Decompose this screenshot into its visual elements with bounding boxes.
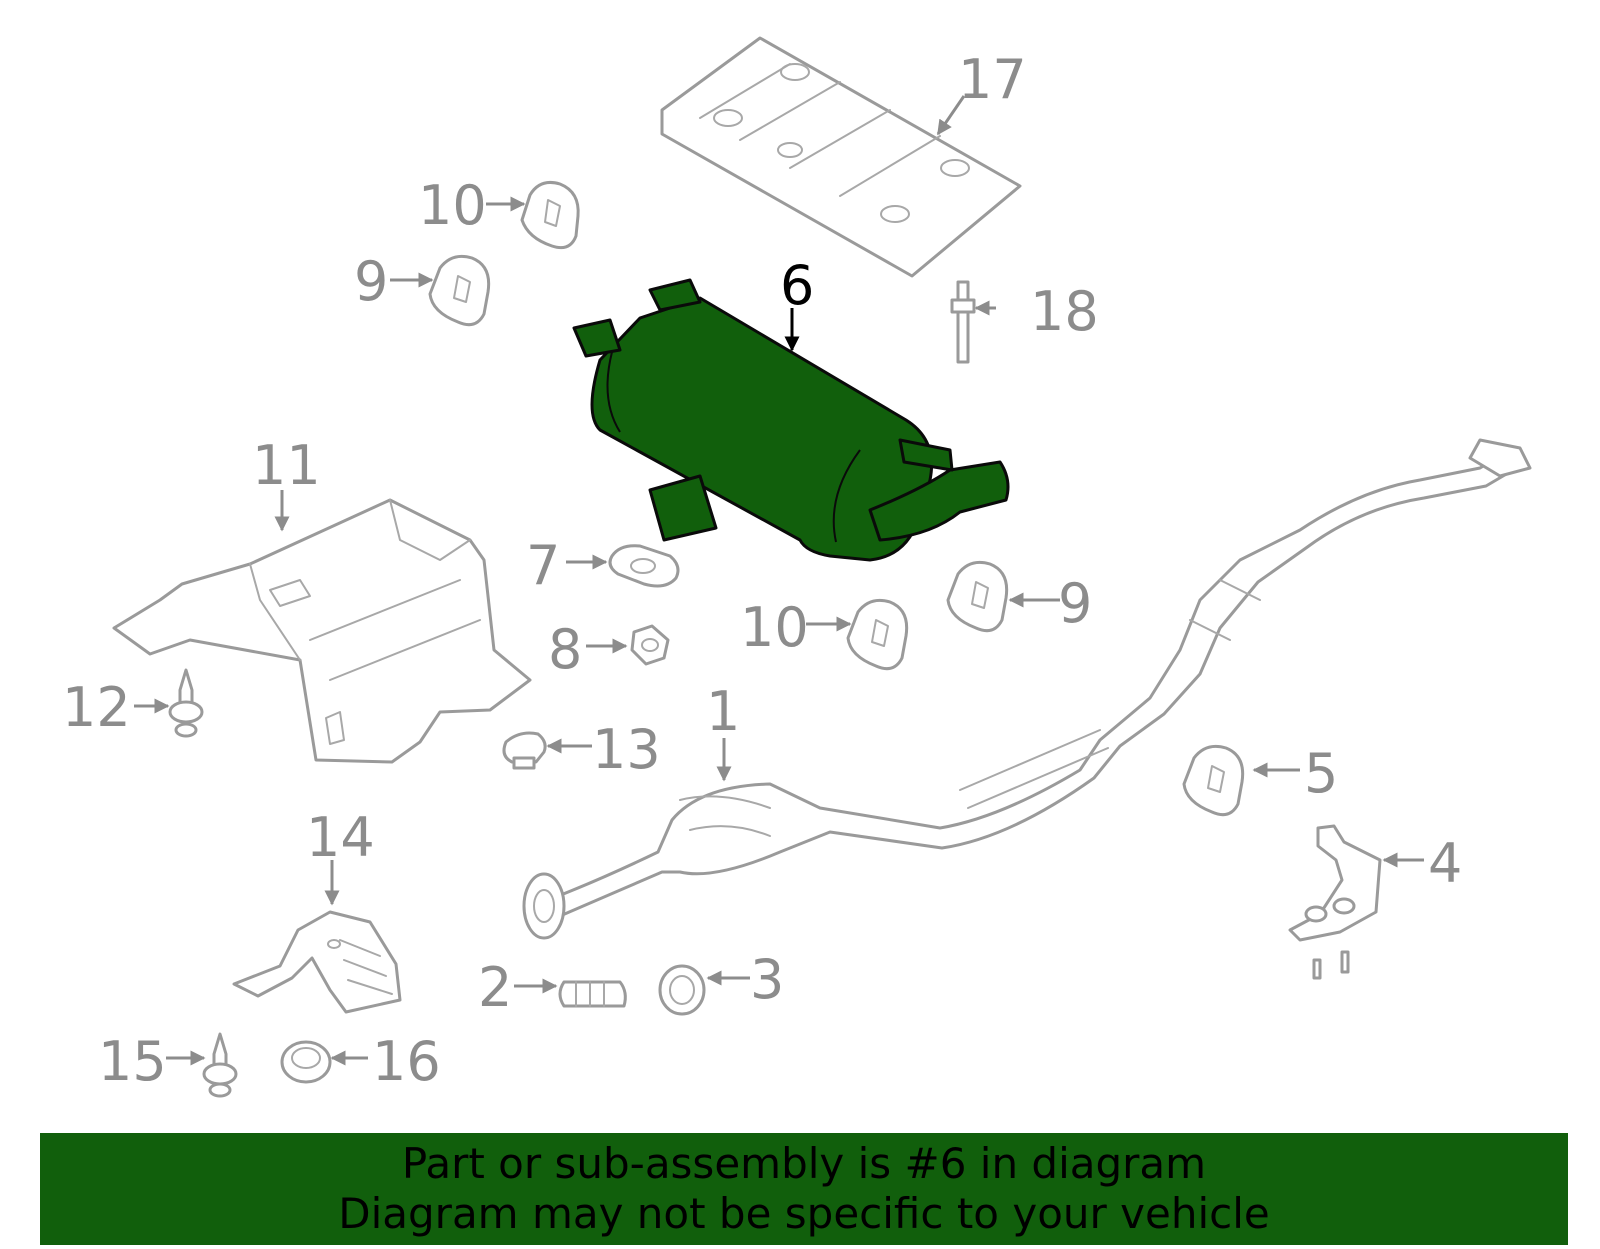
label-11: 11 <box>252 434 321 497</box>
part-13-nut[interactable] <box>502 731 547 770</box>
label-1: 1 <box>706 680 740 743</box>
part-8-nut[interactable] <box>630 624 670 666</box>
label-17: 17 <box>958 48 1027 111</box>
part-18-stud[interactable] <box>950 280 976 364</box>
label-8: 8 <box>548 618 582 681</box>
callout-labels: 17 18 10 9 6 7 8 9 10 11 12 13 1 5 4 14 … <box>62 48 1462 1093</box>
label-3: 3 <box>750 948 784 1011</box>
label-5: 5 <box>1304 742 1338 805</box>
label-10-top: 10 <box>418 174 487 237</box>
footer-banner: Part or sub-assembly is #6 in diagram Di… <box>40 1133 1568 1245</box>
part-5-hanger[interactable] <box>1182 744 1245 817</box>
label-4: 4 <box>1428 832 1462 895</box>
part-6-muffler[interactable] <box>572 278 1010 562</box>
part-14-bracket[interactable] <box>232 910 402 1014</box>
part-7-gasket[interactable] <box>608 544 680 588</box>
part-9-hanger-right[interactable] <box>946 560 1009 633</box>
part-4-bracket[interactable] <box>1288 824 1382 980</box>
part-12-clip[interactable] <box>168 668 204 738</box>
part-10-hanger-top[interactable] <box>520 180 580 250</box>
footer-line-2: Diagram may not be specific to your vehi… <box>338 1189 1270 1238</box>
callout-arrows <box>134 95 1424 1066</box>
part-10-hanger-right[interactable] <box>846 598 909 671</box>
label-6: 6 <box>780 254 814 317</box>
label-18: 18 <box>1030 280 1099 343</box>
part-17-heat-shield[interactable] <box>660 36 1022 278</box>
label-16: 16 <box>372 1030 441 1093</box>
label-10-right: 10 <box>740 596 809 659</box>
label-15: 15 <box>98 1030 167 1093</box>
part-16-grommet[interactable] <box>280 1040 332 1084</box>
label-9-right: 9 <box>1058 572 1092 635</box>
part-1-front-pipe[interactable] <box>522 438 1532 940</box>
label-14: 14 <box>306 806 375 869</box>
part-11-heat-shield[interactable] <box>112 498 532 764</box>
label-2: 2 <box>478 956 512 1019</box>
part-2-clamp[interactable] <box>558 980 627 1008</box>
label-9-top: 9 <box>354 250 388 313</box>
part-15-clip[interactable] <box>202 1032 238 1098</box>
part-3-grommet[interactable] <box>658 964 706 1016</box>
label-7: 7 <box>526 534 560 597</box>
footer-line-1: Part or sub-assembly is #6 in diagram <box>401 1139 1207 1188</box>
label-13: 13 <box>592 718 661 781</box>
part-9-hanger-top[interactable] <box>428 254 491 327</box>
label-12: 12 <box>62 676 131 739</box>
